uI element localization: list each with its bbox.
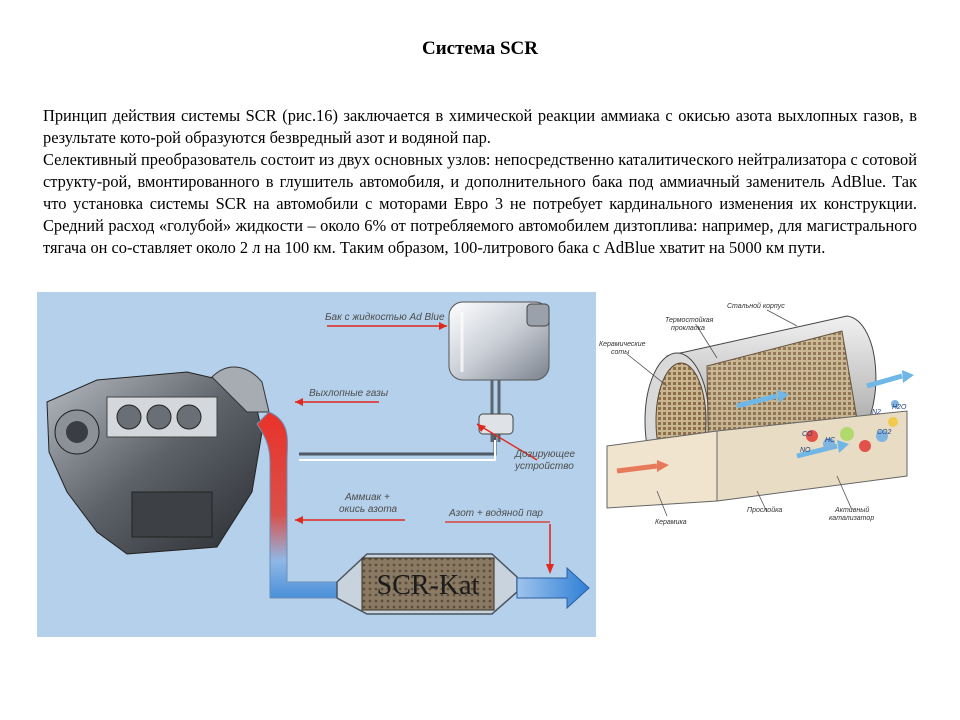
body-text: Принцип действия системы SCR (рис.16) за… [43, 105, 917, 259]
thermo-label-line1: Термостойкая [665, 316, 714, 324]
nitrogen-label: Азот + водяной пар [448, 508, 543, 519]
chem-no: NO [800, 447, 811, 454]
active-label-line1: Активный [834, 506, 869, 514]
adblue-tank [448, 301, 550, 381]
chem-co2: CO2 [877, 429, 892, 436]
chem-co: CO [802, 431, 813, 438]
paragraph-principle: Принцип действия системы SCR (рис.16) за… [43, 106, 917, 147]
engine-image [46, 366, 270, 555]
honeycomb-label-line1: Керамические [599, 341, 646, 348]
annotation-arrows [295, 322, 554, 574]
dosing-label-line2: устройство [514, 461, 574, 472]
ammonia-label-line1: Аммиак + [344, 492, 390, 503]
ammonia-label-line2: окись азота [339, 504, 398, 515]
steel-case-label: Стальной корпус [727, 302, 785, 310]
dosing-label-line1: Дозирующее [514, 449, 576, 460]
tank-label: Бак с жидкостью Ad Blue [325, 312, 445, 323]
scr-catalyst: SCR-Kat [336, 553, 518, 615]
flow-arrows [616, 370, 914, 474]
page-title: Система SCR [422, 38, 538, 59]
dosing-unit [478, 413, 514, 435]
thermo-label-line2: прокладка [671, 324, 705, 332]
leader-lines [626, 309, 853, 517]
chem-h2o: H2O [892, 404, 907, 411]
layer-label: Прослойка [747, 506, 782, 514]
catalyst-cutaway-diagram: N2 H2O CO HC NO CO2 Стальной корпус Терм… [597, 296, 917, 536]
chem-hc: HC [825, 437, 836, 444]
ceramics-label: Керамика [655, 519, 687, 526]
outlet-arrow [516, 566, 590, 610]
scr-system-diagram: SCR-Kat Бак с жидкостью Ad Blue Выхлопны… [37, 292, 596, 637]
honeycomb-label-line2: соты [611, 349, 630, 356]
active-label-line2: катализатор [829, 515, 874, 522]
chem-n2: N2 [872, 409, 881, 416]
molecules [806, 400, 899, 452]
exhaust-label: Выхлопные газы [309, 388, 389, 399]
catalyst-label: SCR-Kat [377, 570, 480, 601]
paragraph-structure: Селективный преобразователь состоит из д… [43, 150, 917, 257]
